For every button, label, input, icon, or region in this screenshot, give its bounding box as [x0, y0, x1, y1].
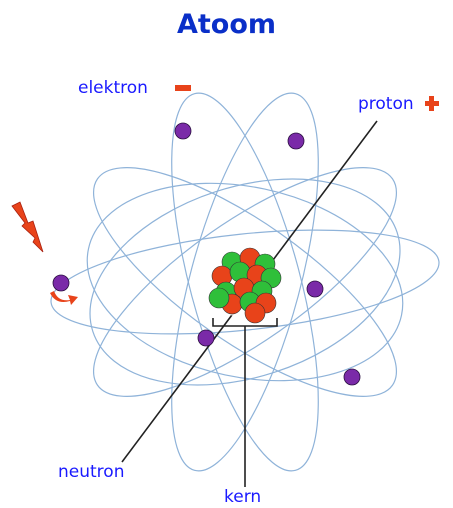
orbit-1: [50, 229, 440, 335]
diagram-title: Atoom: [176, 9, 277, 40]
plus-sign-icon-stem: [429, 96, 434, 111]
electron: [52, 274, 70, 292]
electron: [174, 122, 192, 140]
electron: [197, 329, 215, 347]
orbit-7: [89, 178, 401, 386]
electron-label: elektron: [78, 78, 148, 98]
nucleus: [208, 247, 282, 324]
neutron-label: neutron: [58, 462, 125, 482]
electron: [343, 368, 361, 386]
electron: [287, 132, 305, 150]
orbit-4: [171, 92, 319, 472]
spin-arrow-icon: [50, 291, 78, 305]
orbit-5: [171, 92, 319, 472]
electron: [306, 280, 324, 298]
red-arrow-icon: [11, 201, 44, 253]
orbit-6: [86, 182, 404, 382]
nucleus-label: kern: [224, 487, 262, 507]
kern-bracket: [212, 318, 278, 487]
minus-sign-icon: [175, 85, 191, 91]
orbit-3: [92, 167, 398, 397]
proton-particle: [244, 302, 266, 324]
electrons: [52, 122, 361, 386]
neutron-particle: [208, 287, 230, 309]
proton-label: proton: [358, 94, 414, 114]
